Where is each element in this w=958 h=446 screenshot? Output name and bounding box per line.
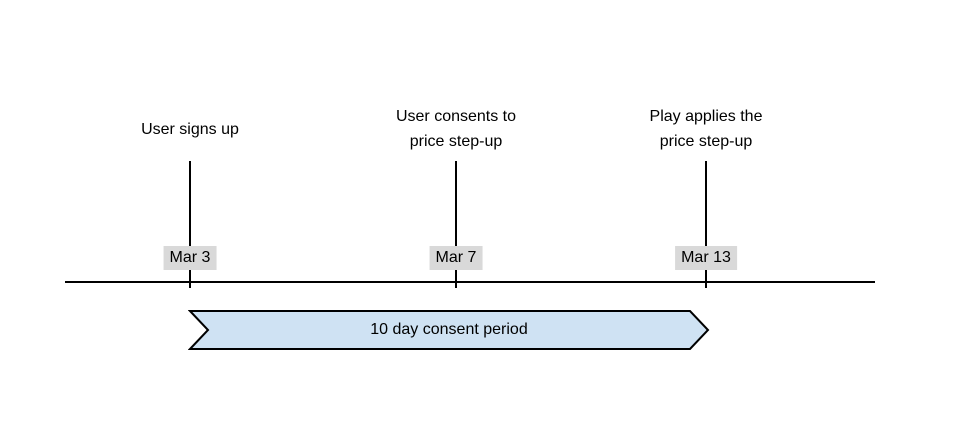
timeline-axis-line [65, 281, 875, 283]
event-date-badge: Mar 7 [429, 246, 483, 270]
event-label: User consents to price step-up [326, 101, 586, 157]
event-label: User signs up [60, 101, 320, 157]
event-label-line: User consents to [395, 108, 517, 125]
consent-period-banner-shape [188, 310, 710, 350]
event-label: Play applies the price step-up [576, 101, 836, 157]
event-label-line: User signs up [141, 120, 239, 138]
event-label-line: Play applies the [649, 108, 763, 125]
event-label-line: price step-up [659, 133, 753, 150]
event-tick-line [189, 161, 191, 288]
event-tick-line [705, 161, 707, 288]
event-date-badge: Mar 3 [163, 246, 217, 270]
event-label-line: price step-up [409, 133, 503, 150]
consent-period-banner-label: 10 day consent period [370, 321, 528, 338]
event-date-badge: Mar 13 [675, 246, 737, 270]
event-tick-line [455, 161, 457, 288]
